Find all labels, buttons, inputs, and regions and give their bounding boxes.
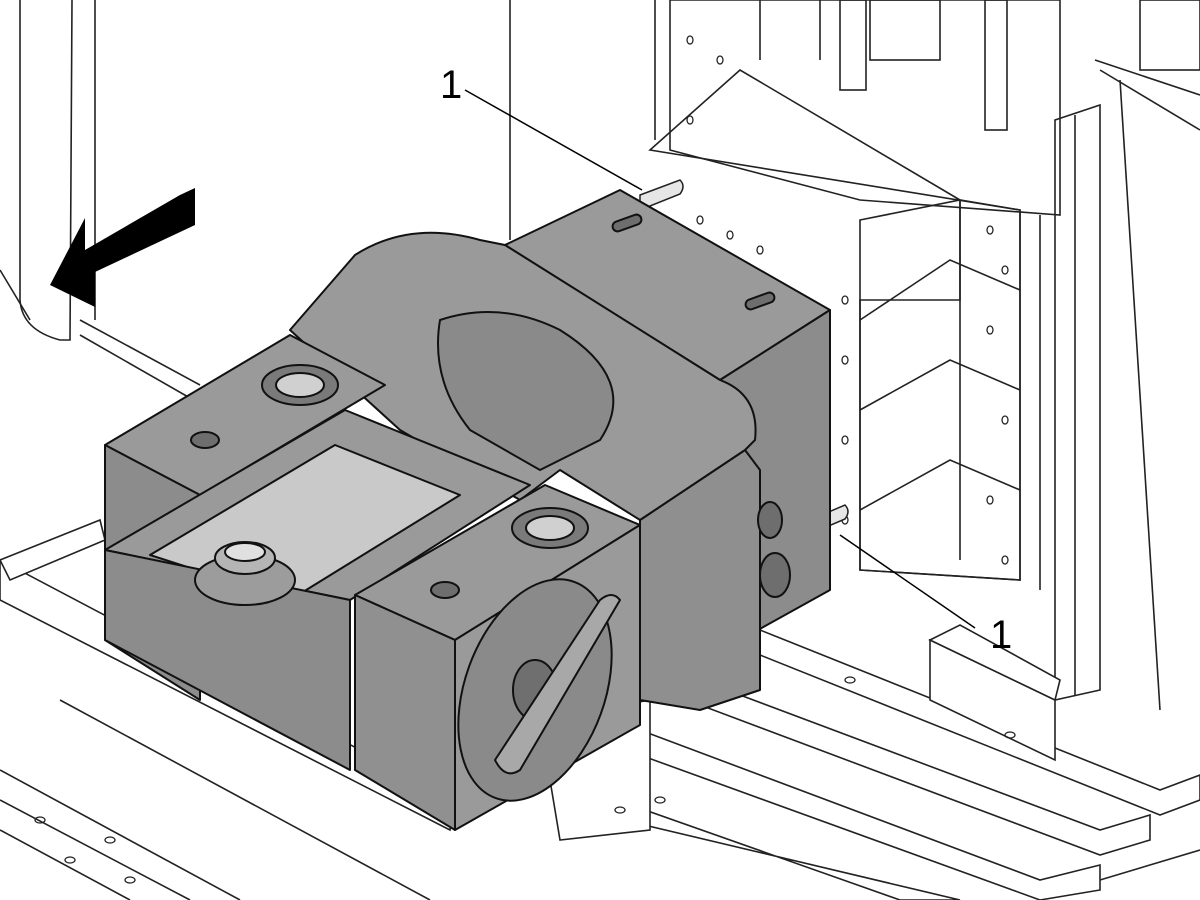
callout-label-upper: 1: [440, 63, 462, 107]
machine-frame: [0, 0, 1200, 711]
upper-rod: [639, 179, 684, 212]
direction-arrow-icon: [50, 188, 195, 307]
callout-leaders: [464, 89, 976, 629]
fixture-holes: [686, 35, 1009, 565]
casting: [104, 189, 831, 831]
base-holes: [34, 676, 1016, 884]
callout-label-lower: 1: [990, 613, 1012, 657]
